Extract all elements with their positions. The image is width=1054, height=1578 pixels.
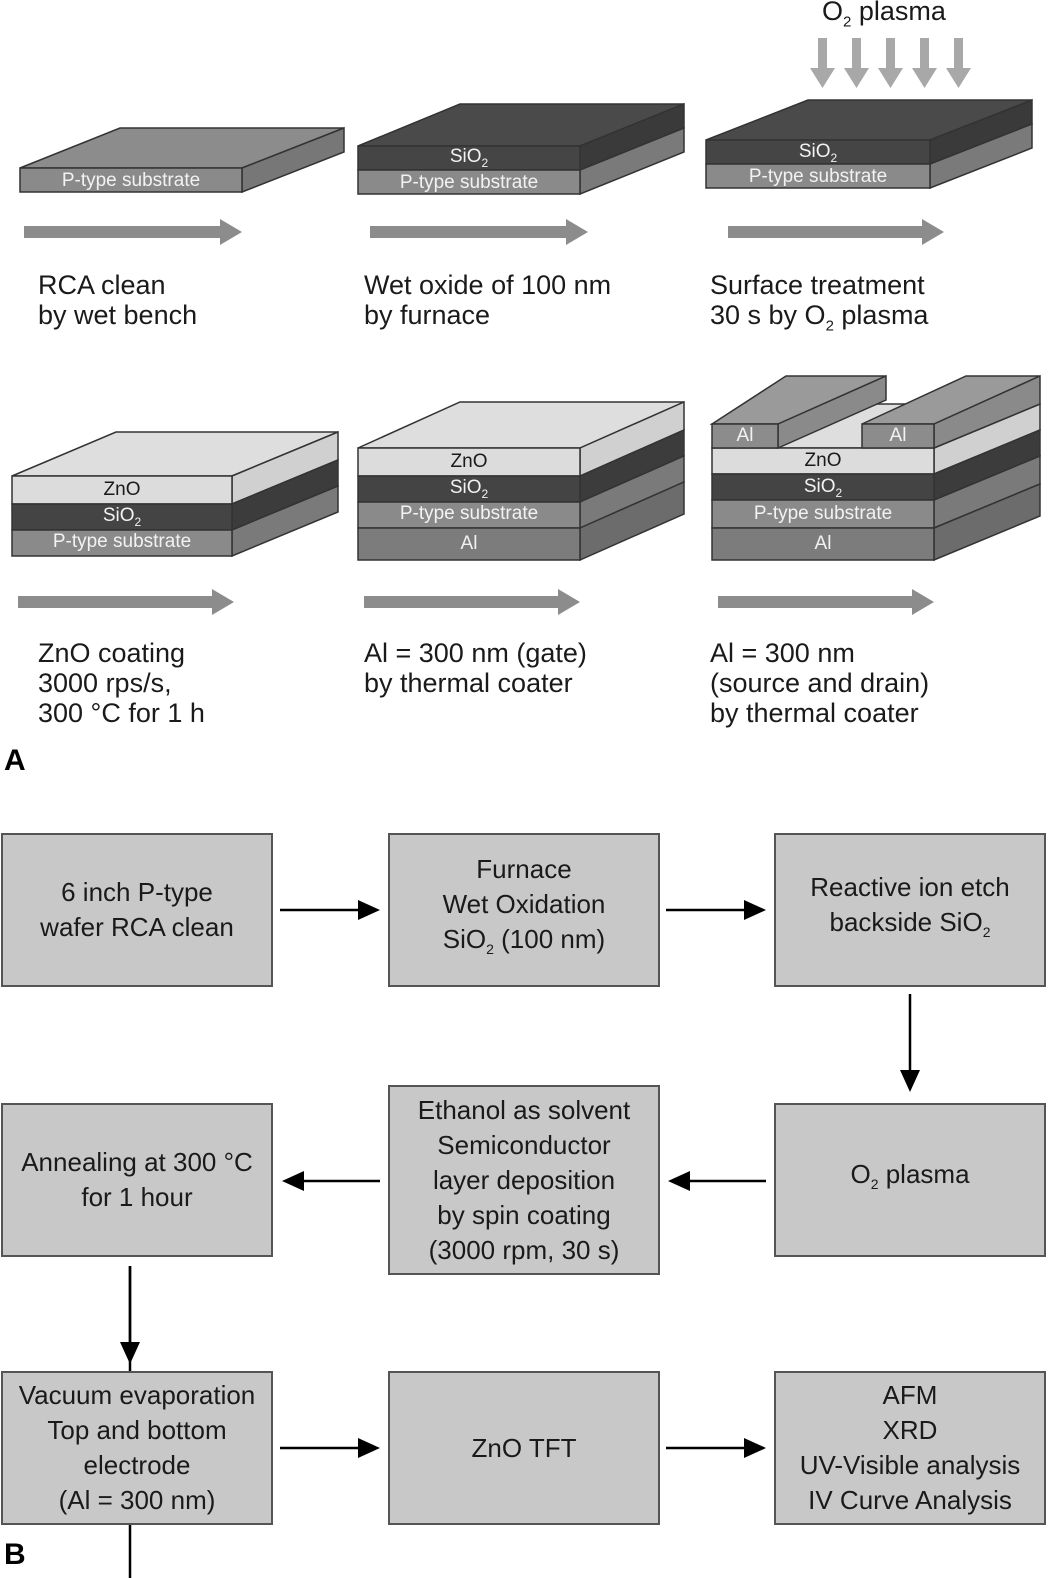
layer-label-p-substrate: P-type substrate [748,166,888,187]
layer-label-al: Al [460,533,478,554]
step-arrows-row-1 [24,219,944,245]
caption-step-6: Al = 300 nm (source and drain) by therma… [710,638,930,728]
layer-label-al: Al [814,533,832,554]
caption-step-5: Al = 300 nm (gate) by thermal coater [364,638,587,698]
caption-step-2: Wet oxide of 100 nm by furnace [364,270,612,330]
box-o2-plasma: O2 plasma [774,1103,1046,1257]
plasma-arrows [810,38,971,88]
layer-label-sio2: SiO2 [449,146,489,170]
layer-label-al-drain: Al [889,425,907,446]
step-arrows-row-2 [18,589,934,615]
layer-label-al-source: Al [736,425,754,446]
layer-label-p-substrate: P-type substrate [61,170,201,191]
layer-label-p-substrate: P-type substrate [399,172,539,193]
layer-label-sio2: SiO2 [449,477,489,501]
layer-label-sio2: SiO2 [798,141,838,165]
layer-label-sio2: SiO2 [803,476,843,500]
box-zno-tft: ZnO TFT [388,1371,660,1525]
box-vacuum-evaporation: Vacuum evaporation Top and bottom electr… [1,1371,273,1525]
box-analysis: AFM XRD UV-Visible analysis IV Curve Ana… [774,1371,1046,1525]
wafer-step-3 [705,98,1033,190]
layer-label-zno: ZnO [103,479,141,500]
caption-step-3: Surface treatment 30 s by O2 plasma [710,270,929,335]
panel-b-letter: B [4,1538,26,1571]
panel-a-letter: A [4,744,26,777]
caption-step-4: ZnO coating 3000 rps/s, 300 °C for 1 h [38,638,205,728]
wafer-step-6 [709,374,1041,562]
layer-label-p-substrate: P-type substrate [52,531,192,552]
wafer-step-4 [11,430,339,558]
caption-step-1: RCA clean by wet bench [38,270,198,330]
box-annealing: Annealing at 300 °C for 1 hour [1,1103,273,1257]
layer-label-sio2: SiO2 [102,505,142,529]
layer-label-zno: ZnO [450,451,488,472]
box-wet-oxidation: Furnace Wet Oxidation SiO2 (100 nm) [388,833,660,987]
wafer-step-5 [357,400,685,562]
layer-label-zno: ZnO [804,450,842,471]
plasma-label: O2 plasma [822,0,946,31]
layer-label-p-substrate: P-type substrate [399,503,539,524]
wafer-step-1 [19,126,345,194]
panel-a-diagram [11,38,1041,615]
box-reactive-ion-etch: Reactive ion etch backside SiO2 [774,833,1046,987]
panel-b-arrows-lower [120,1266,766,1458]
wafer-step-2 [357,102,685,196]
box-spin-coating: Ethanol as solvent Semiconductor layer d… [388,1085,660,1275]
box-rca-clean: 6 inch P-type wafer RCA clean [1,833,273,987]
layer-label-p-substrate: P-type substrate [753,503,893,524]
